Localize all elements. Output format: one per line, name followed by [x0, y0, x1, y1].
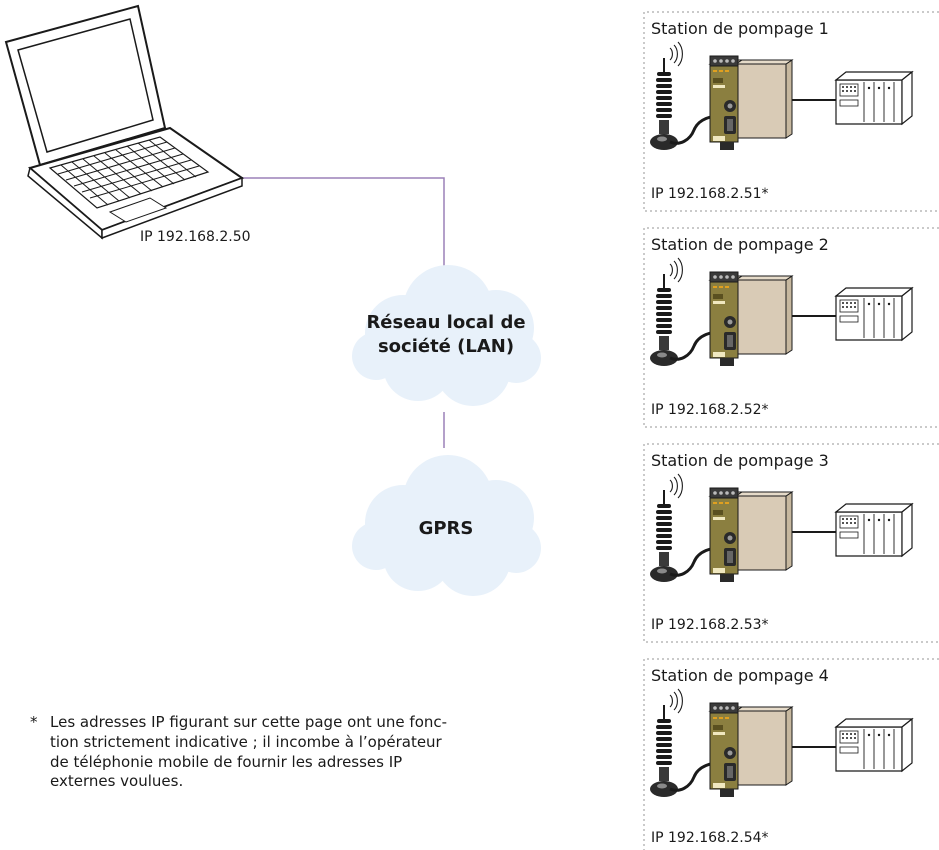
station-ip-label: IP 192.168.2.52*	[651, 402, 769, 418]
station-ip-label: IP 192.168.2.51*	[651, 186, 769, 202]
station-title: Station de pompage 2	[651, 235, 829, 254]
lan-label-line1: Réseau local de	[366, 312, 526, 333]
laptop-ip-label: IP 192.168.2.50	[140, 229, 251, 245]
station-ip-label: IP 192.168.2.54*	[651, 830, 769, 846]
footnote-line: tion strictement indicative ; il incombe…	[50, 732, 442, 751]
footnote-line: de téléphonie mobile de fournir les adre…	[50, 752, 403, 771]
station-frame	[643, 227, 939, 428]
modem-plc-icon	[648, 256, 914, 368]
laptop-to-lan-connector	[242, 177, 445, 287]
station-ip-label: IP 192.168.2.53*	[651, 617, 769, 633]
gprs-cloud-label: GPRS	[418, 518, 474, 539]
station-title: Station de pompage 4	[651, 666, 829, 685]
laptop-icon	[4, 4, 245, 240]
station-title: Station de pompage 3	[651, 451, 829, 470]
station-frame	[643, 11, 939, 212]
modem-plc-icon	[648, 687, 914, 799]
modem-plc-icon	[648, 472, 914, 584]
station-frame	[643, 443, 939, 643]
footnote-line: externes voulues.	[50, 772, 184, 791]
modem-plc-icon	[648, 40, 914, 152]
footnote-marker: *	[30, 713, 38, 731]
footnote: * Les adresses IP figurant sur cette pag…	[30, 713, 448, 792]
lan-cloud-label: Réseau local de société (LAN)	[348, 311, 544, 360]
lan-label-line2: société (LAN)	[377, 336, 515, 358]
footnote-line: Les adresses IP figurant sur cette page …	[50, 713, 448, 731]
station-title: Station de pompage 1	[651, 19, 829, 38]
station-frame	[643, 658, 939, 850]
